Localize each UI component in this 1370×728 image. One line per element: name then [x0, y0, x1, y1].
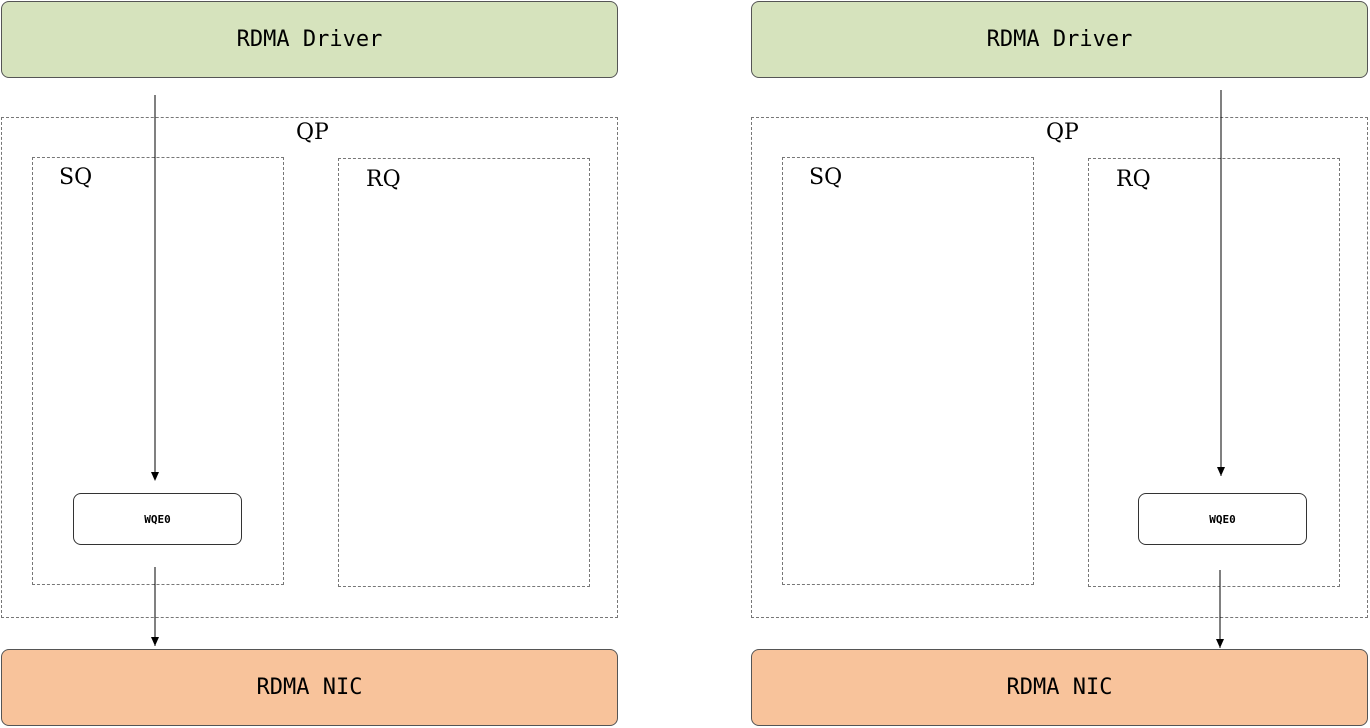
driver-to-wqe-arrowhead [151, 472, 159, 481]
flow-arrows [151, 95, 159, 646]
rq-container [338, 158, 590, 587]
sq-label: SQ [809, 165, 843, 190]
wqe-label: WQE0 [144, 512, 171, 526]
wqe-to-nic-arrowhead [151, 637, 159, 646]
sq-container [32, 157, 284, 585]
wqe-box: WQE0 [1138, 493, 1307, 545]
driver-to-wqe-arrowhead [1217, 467, 1225, 476]
rdma-nic-label: RDMA NIC [1006, 675, 1113, 700]
rq-container [1088, 158, 1340, 587]
diagram-send-queue: RDMA Driver QP SQ RQ WQE0 RDMA NIC [0, 0, 620, 728]
rdma-driver-box: RDMA Driver [1, 1, 618, 78]
rdma-driver-label: RDMA Driver [986, 27, 1133, 52]
rq-label: RQ [366, 167, 401, 192]
diagram-receive-queue: RDMA Driver QP SQ RQ WQE0 RDMA NIC [750, 0, 1370, 728]
qp-label: QP [1046, 120, 1079, 145]
rdma-driver-box: RDMA Driver [751, 1, 1368, 78]
flow-arrows [1216, 90, 1225, 648]
sq-container [782, 157, 1034, 585]
rdma-nic-box: RDMA NIC [751, 649, 1368, 726]
qp-container [1, 117, 618, 618]
rdma-driver-label: RDMA Driver [236, 27, 383, 52]
qp-label: QP [296, 120, 329, 145]
sq-label: SQ [59, 165, 93, 190]
rdma-nic-box: RDMA NIC [1, 649, 618, 726]
wqe-to-nic-arrowhead [1216, 639, 1224, 648]
qp-container [751, 117, 1368, 618]
wqe-box: WQE0 [73, 493, 242, 545]
rdma-nic-label: RDMA NIC [256, 675, 363, 700]
wqe-label: WQE0 [1209, 512, 1236, 526]
rq-label: RQ [1116, 167, 1151, 192]
